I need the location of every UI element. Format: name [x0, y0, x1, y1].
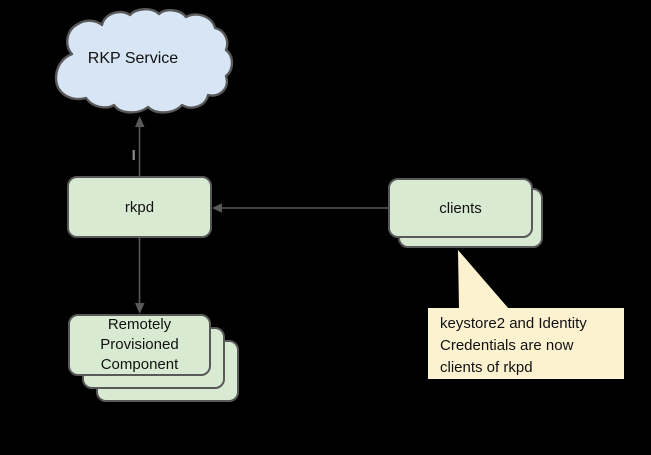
- callout-line: keystore2 and Identity: [440, 315, 587, 332]
- node-rkpd-label: rkpd: [124, 198, 155, 216]
- node-rkp-service: [48, 8, 234, 118]
- callout-line: Credentials are now: [440, 337, 574, 354]
- node-rpc: Remotely Provisioned Component: [68, 314, 211, 376]
- node-rpc-label-line: Remotely: [107, 316, 172, 333]
- node-rkp-service-label: RKP Service: [87, 50, 179, 67]
- node-clients: clients: [388, 178, 533, 238]
- node-clients-label: clients: [439, 199, 482, 217]
- edge-tick: [132, 150, 135, 160]
- node-rkpd: rkpd: [67, 176, 212, 238]
- node-rpc-label-line: Component: [100, 356, 179, 373]
- node-rpc-label-line: Provisioned: [100, 336, 179, 353]
- arrowhead-left-icon: [212, 203, 222, 213]
- cloud-shape: [54, 8, 234, 114]
- arrowhead-up-icon: [135, 116, 145, 127]
- callout-note: keystore2 and Identity Credentials are n…: [428, 308, 624, 379]
- callout-line: clients of rkpd: [440, 359, 533, 376]
- callout-tail: [458, 250, 509, 309]
- arrowhead-down-icon: [135, 303, 145, 314]
